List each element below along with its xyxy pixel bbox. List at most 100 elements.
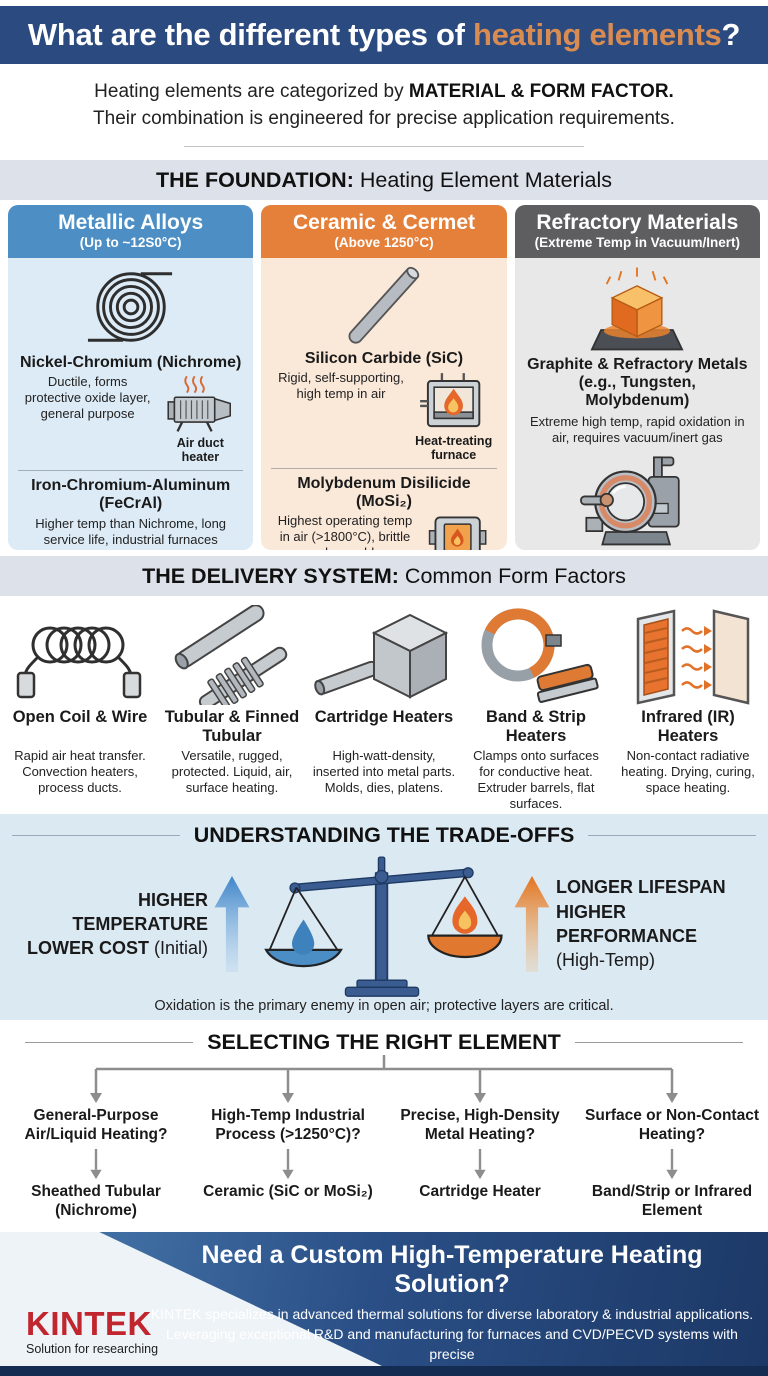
material-desc: Highest operating temp in air (>1800°C),… bbox=[277, 513, 413, 550]
top-margin bbox=[0, 0, 768, 6]
material-name: Iron-Chromium-Aluminum (FeCrAl) bbox=[31, 476, 231, 512]
form-factor-name: Band & Strip Heaters bbox=[486, 708, 586, 745]
form-factor-desc: Non-contact radiative heating. Drying, c… bbox=[621, 748, 755, 795]
glowing-cube-icon bbox=[574, 262, 700, 354]
branch-answer: Ceramic (SiC or MoSi₂) bbox=[203, 1183, 373, 1200]
footer-body-line: Leveraging exceptional R&D and manufactu… bbox=[166, 1326, 738, 1363]
form-factor-cartridge: Cartridge Heaters High-watt-density, ins… bbox=[310, 604, 458, 814]
blue-up-arrow-icon bbox=[214, 876, 250, 972]
heading-line bbox=[588, 834, 757, 837]
footer-cta: Need a Custom High-Temperature Heating S… bbox=[0, 1232, 768, 1366]
heading-line bbox=[25, 1041, 194, 1044]
kintek-tagline: Solution for researching bbox=[26, 1342, 159, 1356]
infrared-icon bbox=[622, 604, 754, 706]
refractory-materials-card: Refractory Materials (Extreme Temp in Va… bbox=[514, 205, 760, 550]
tradeoffs-heading: UNDERSTANDING THE TRADE-OFFS bbox=[193, 823, 575, 847]
open-coil-icon bbox=[10, 604, 150, 706]
vacuum-furnace-icon bbox=[578, 452, 696, 548]
foundation-section: Metallic Alloys (Up to ~12S0°C) Nickel-C… bbox=[0, 200, 768, 556]
heading-line bbox=[574, 1041, 743, 1044]
water-drop-icon bbox=[291, 919, 315, 955]
tradeoffs-left-labels: HIGHER TEMPERATURE LOWER COST (Initial) bbox=[26, 889, 208, 959]
foundation-heading: THE FOUNDATION: Heating Element Material… bbox=[156, 167, 612, 192]
selection-heading-row: SELECTING THE RIGHT ELEMENT bbox=[0, 1030, 768, 1055]
delivery-heading: THE DELIVERY SYSTEM: Common Form Factors bbox=[142, 563, 626, 588]
material-desc: Extreme high temp, rapid oxidation in ai… bbox=[530, 413, 745, 445]
branch-question: General-Purpose Air/Liquid Heating? bbox=[24, 1107, 168, 1143]
tubular-icon bbox=[162, 604, 302, 706]
material-name: Nickel-Chromium (Nichrome) bbox=[19, 353, 242, 371]
ceramic-cermet-card: Ceramic & Cermet (Above 1250°C) Silicon … bbox=[261, 205, 507, 550]
intro-section: Heating elements are categorized by MATE… bbox=[0, 64, 768, 160]
footer-body-line: KINTEK specializes in advanced thermal s… bbox=[150, 1306, 754, 1322]
branch-answer: Sheathed Tubular (Nichrome) bbox=[31, 1183, 161, 1219]
metallic-alloys-card: Metallic Alloys (Up to ~12S0°C) Nickel-C… bbox=[8, 205, 254, 550]
ceramic-cermet-header: Ceramic & Cermet (Above 1250°C) bbox=[261, 205, 507, 258]
heat-treating-furnace-icon bbox=[417, 370, 491, 434]
form-factor-desc: High-watt-density, inserted into metal p… bbox=[312, 748, 456, 795]
intro-divider bbox=[184, 145, 584, 147]
card-divider bbox=[271, 467, 497, 469]
material-desc: Rigid, self-supporting, high temp in air bbox=[278, 370, 404, 401]
material-name: Molybdenum Disilicide (MoSi₂) bbox=[297, 474, 471, 510]
footer-body-line: heating. Our deep customization capabili… bbox=[150, 1364, 754, 1366]
branch-surface-noncontact: Surface or Non-Contact Heating? Band/Str… bbox=[576, 1107, 768, 1220]
material-desc: Higher temp than Nichrome, long service … bbox=[35, 516, 227, 548]
tradeoffs-heading-row: UNDERSTANDING THE TRADE-OFFS bbox=[0, 823, 768, 848]
form-factor-name: Cartridge Heaters bbox=[314, 708, 454, 726]
down-arrow-icon bbox=[281, 1149, 295, 1181]
material-name: Graphite & Refractory Metals (e.g., Tung… bbox=[527, 355, 748, 410]
branch-question: High-Temp Industrial Process (>1250°C)? bbox=[211, 1107, 365, 1143]
selection-heading: SELECTING THE RIGHT ELEMENT bbox=[207, 1030, 561, 1054]
flow-connector bbox=[0, 1055, 768, 1107]
flame-pan bbox=[427, 934, 503, 959]
intro-line2: Their combination is engineered for prec… bbox=[93, 107, 675, 129]
tradeoffs-right-labels: LONGER LIFESPAN HIGHER PERFORMANCE (High… bbox=[556, 877, 726, 971]
form-factor-desc: Versatile, rugged, protected. Liquid, ai… bbox=[171, 748, 293, 795]
form-factor-name: Infrared (IR) Heaters bbox=[641, 708, 735, 745]
down-arrow-icon bbox=[665, 1149, 679, 1181]
icon-caption: Vacuum furnace bbox=[583, 548, 691, 550]
branch-precise-metal: Precise, High-Density Metal Heating? Car… bbox=[384, 1107, 576, 1220]
form-factor-band-strip: Band & Strip Heaters Clamps onto surface… bbox=[462, 604, 610, 814]
header-banner: What are the different types of heating … bbox=[0, 6, 768, 64]
air-duct-heater-icon bbox=[157, 374, 243, 436]
icon-caption: Air duct heater bbox=[176, 436, 224, 464]
selection-branches: General-Purpose Air/Liquid Heating? Shea… bbox=[0, 1107, 768, 1220]
form-factor-name: Tubular & Finned Tubular bbox=[164, 708, 300, 745]
branch-general-purpose: General-Purpose Air/Liquid Heating? Shea… bbox=[0, 1107, 192, 1220]
coil-wire-icon bbox=[72, 262, 190, 352]
branch-high-temp: High-Temp Industrial Process (>1250°C)? … bbox=[192, 1107, 384, 1220]
title-highlight: heating elements bbox=[473, 17, 722, 52]
footer-bottom-strip bbox=[0, 1366, 768, 1376]
refractory-materials-header: Refractory Materials (Extreme Temp in Va… bbox=[514, 205, 760, 258]
delivery-section: Open Coil & Wire Rapid air heat transfer… bbox=[0, 596, 768, 814]
balance-scale-icon bbox=[256, 850, 508, 998]
branch-answer: Band/Strip or Infrared Element bbox=[591, 1183, 753, 1219]
band-strip-icon bbox=[466, 604, 606, 706]
material-desc: Ductile, forms protective oxide layer, g… bbox=[24, 374, 151, 421]
down-arrow-icon bbox=[473, 1149, 487, 1181]
form-factor-desc: Clamps onto surfaces for conductive heat… bbox=[473, 748, 599, 811]
form-factor-infrared: Infrared (IR) Heaters Non-contact radiat… bbox=[614, 604, 762, 814]
water-pan bbox=[264, 948, 343, 968]
form-factor-open-coil: Open Coil & Wire Rapid air heat transfer… bbox=[6, 604, 154, 814]
sic-rod-icon bbox=[324, 262, 444, 348]
form-factor-tubular: Tubular & Finned Tubular Versatile, rugg… bbox=[158, 604, 306, 814]
card-divider bbox=[18, 469, 244, 471]
branch-question: Precise, High-Density Metal Heating? bbox=[400, 1107, 560, 1143]
material-name: Silicon Carbide (SiC) bbox=[304, 349, 464, 367]
metallic-alloys-header: Metallic Alloys (Up to ~12S0°C) bbox=[8, 205, 254, 258]
form-factor-name: Open Coil & Wire bbox=[12, 708, 148, 726]
down-arrow-icon bbox=[89, 1149, 103, 1181]
lab-furnace-icon bbox=[426, 513, 490, 550]
heading-line bbox=[11, 834, 180, 837]
branch-question: Surface or Non-Contact Heating? bbox=[585, 1107, 759, 1143]
form-factor-desc: Rapid air heat transfer. Convection heat… bbox=[14, 748, 146, 795]
footer-title: Need a Custom High-Temperature Heating S… bbox=[201, 1241, 703, 1298]
tradeoffs-caption: Oxidation is the primary enemy in open a… bbox=[154, 998, 614, 1014]
kintek-logo: KINTEK Solution for researching bbox=[26, 1305, 159, 1356]
delivery-heading-band: THE DELIVERY SYSTEM: Common Form Factors bbox=[0, 556, 768, 596]
branch-answer: Cartridge Heater bbox=[419, 1183, 541, 1200]
